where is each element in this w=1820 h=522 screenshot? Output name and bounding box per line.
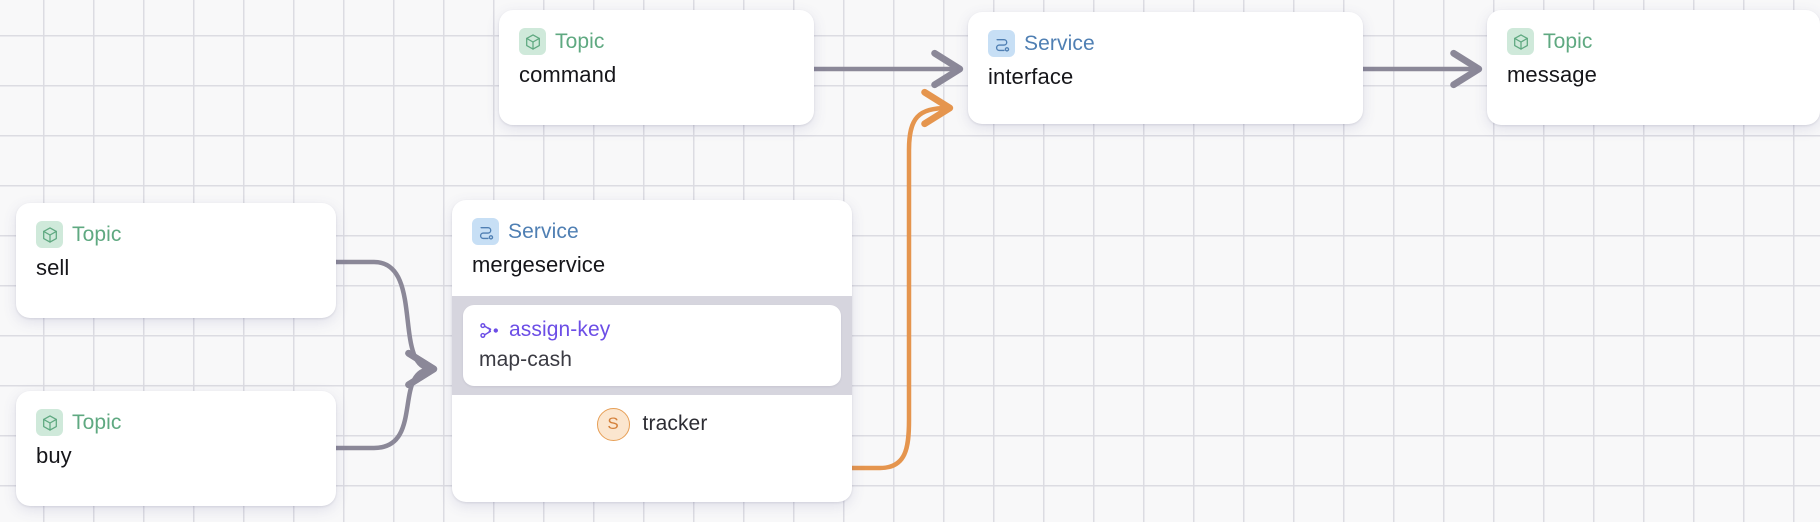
edge-tracker-to-interface bbox=[849, 88, 954, 471]
cube-icon bbox=[36, 409, 63, 436]
node-name-label: mergeservice bbox=[472, 252, 606, 277]
node-mergeservice[interactable]: Service mergeservice bbox=[452, 200, 852, 502]
node-sell[interactable]: Topic sell bbox=[16, 203, 336, 318]
child-band: assign-key map-cash bbox=[452, 296, 852, 395]
route-icon bbox=[988, 30, 1015, 57]
node-kind-label: Topic bbox=[72, 222, 122, 246]
child-kind-label: assign-key bbox=[509, 318, 611, 341]
node-name-label: buy bbox=[36, 443, 72, 468]
node-kind-label: Topic bbox=[72, 410, 122, 434]
node-footer[interactable]: S tracker bbox=[452, 395, 852, 453]
child-header: assign-key bbox=[479, 318, 825, 342]
edge-sell-to-assign-key bbox=[333, 259, 438, 389]
footer-label: tracker bbox=[642, 412, 708, 435]
node-command[interactable]: Topic command bbox=[499, 10, 814, 125]
node-name-label: sell bbox=[36, 255, 70, 280]
node-kind-label: Service bbox=[508, 219, 579, 243]
route-icon bbox=[472, 218, 499, 245]
avatar: S bbox=[596, 407, 630, 441]
node-header: Topic bbox=[16, 203, 336, 248]
edge-buy-to-assign-key bbox=[333, 349, 438, 451]
node-name-label: message bbox=[1507, 62, 1597, 87]
node-message[interactable]: Topic message bbox=[1487, 10, 1820, 125]
cube-icon bbox=[36, 221, 63, 248]
node-kind-label: Service bbox=[1024, 31, 1095, 55]
merge-keys-icon bbox=[479, 320, 500, 341]
node-header: Topic bbox=[1487, 10, 1820, 55]
node-name-label: command bbox=[519, 62, 617, 87]
node-header: Service bbox=[452, 200, 852, 245]
child-node-assign-key[interactable]: assign-key map-cash bbox=[463, 305, 841, 386]
node-header: Topic bbox=[499, 10, 814, 55]
cube-icon bbox=[1507, 28, 1534, 55]
node-name-label: interface bbox=[988, 64, 1074, 89]
node-header: Service bbox=[968, 12, 1363, 57]
node-buy[interactable]: Topic buy bbox=[16, 391, 336, 506]
child-name-label: map-cash bbox=[479, 348, 573, 371]
node-kind-label: Topic bbox=[555, 29, 605, 53]
node-interface[interactable]: Service interface bbox=[968, 12, 1363, 124]
cube-icon bbox=[519, 28, 546, 55]
node-kind-label: Topic bbox=[1543, 29, 1593, 53]
node-header: Topic bbox=[16, 391, 336, 436]
